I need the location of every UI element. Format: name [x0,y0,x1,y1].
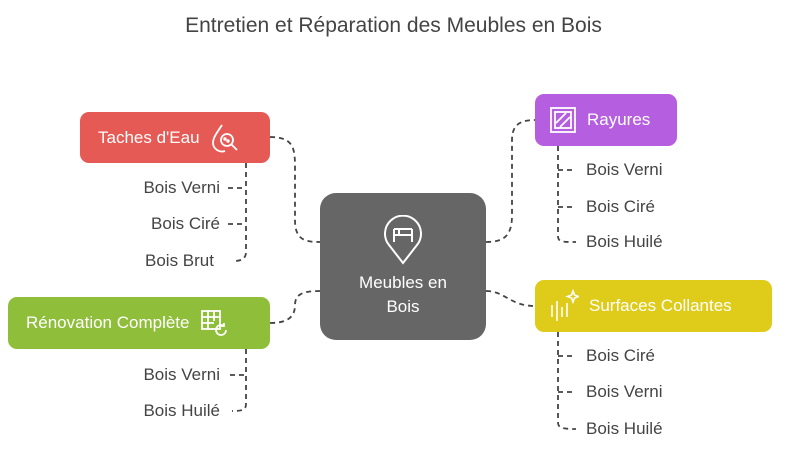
center-label-line1: Meubles en [359,273,447,292]
branch-renovation-complete[interactable]: Rénovation Complète [8,297,270,349]
branch-surfaces-collantes[interactable]: Surfaces Collantes [535,280,772,332]
list-item: Bois Verni [586,160,663,179]
branch-taches-eau[interactable]: Taches d'Eau [80,112,270,163]
branch-rayures[interactable]: Rayures [535,94,677,146]
list-item: Bois Ciré [586,346,655,365]
furniture-pin-icon [384,215,422,265]
branch-label: Rayures [587,110,651,129]
branch-label: Rénovation Complète [26,313,190,332]
sparkle-lines-icon [551,289,579,321]
list-item: Bois Ciré [586,197,655,216]
list-item: Bois Verni [143,178,220,197]
center-label-line2: Bois [386,297,420,316]
list-item: Bois Verni [143,365,220,384]
list-item: Bois Verni [586,382,663,401]
list-item: Bois Brut [145,251,214,270]
list-item: Bois Huilé [143,401,220,420]
list-item: Bois Huilé [586,419,663,438]
diagram-title: Entretien et Réparation des Meubles en B… [185,14,602,37]
water-drop-search-icon [211,124,238,152]
scratch-square-icon [550,107,576,133]
table-refresh-icon [201,310,228,336]
branch-label: Surfaces Collantes [589,296,732,315]
center-node: Meubles en Bois [320,193,486,340]
branch-label: Taches d'Eau [98,127,200,147]
list-item: Bois Huilé [586,232,663,251]
list-item: Bois Ciré [151,214,220,233]
